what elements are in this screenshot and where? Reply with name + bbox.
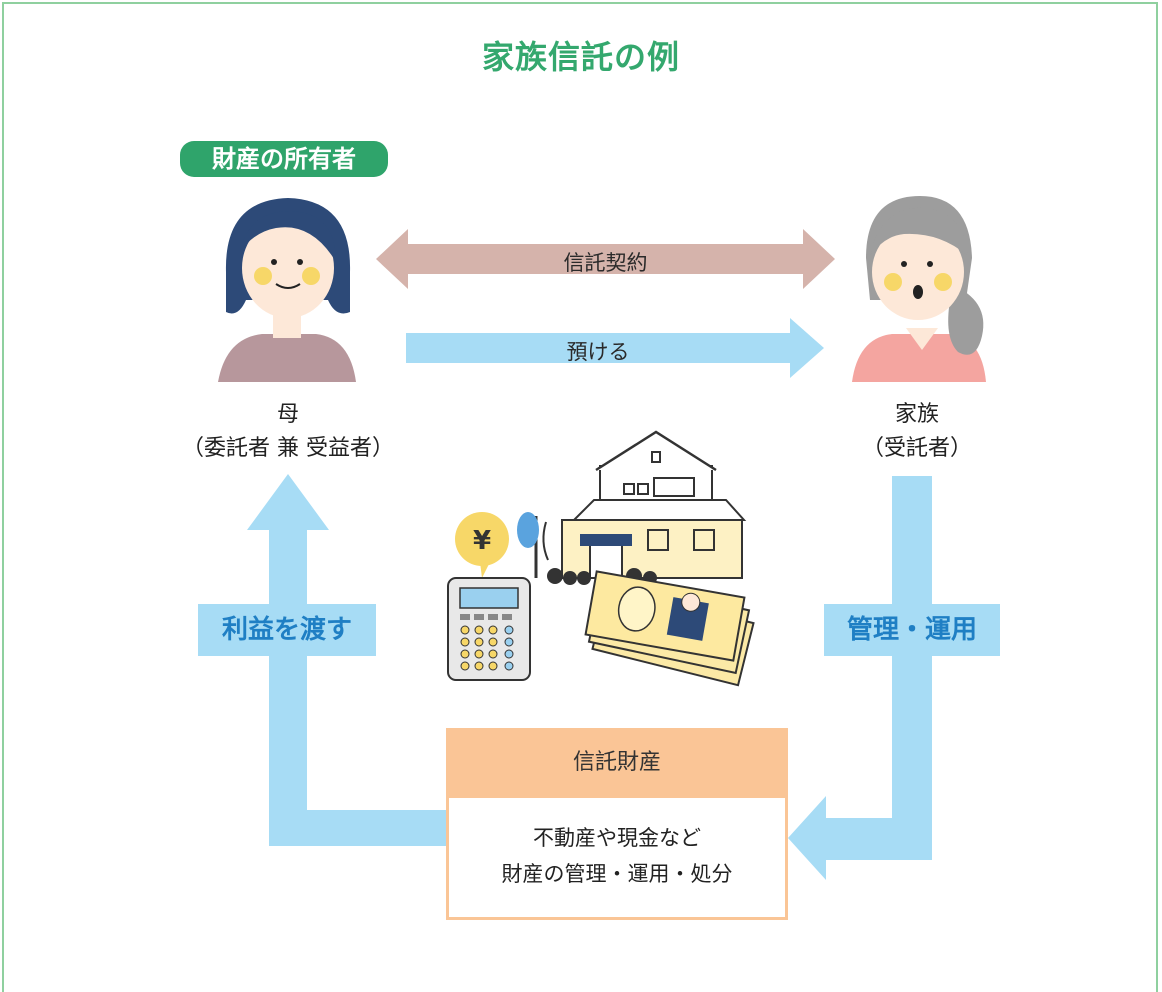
banknotes-illustration	[584, 570, 755, 687]
manage-label: 管理・運用	[824, 604, 1000, 656]
entrust-arrow	[406, 318, 824, 378]
trust-box-body: 不動産や現金など 財産の管理・運用・処分	[446, 798, 788, 920]
calculator-illustration	[447, 577, 531, 681]
manage-flow-arrow	[788, 476, 932, 880]
house-illustration	[517, 430, 747, 585]
owner-badge: 財産の所有者	[180, 141, 388, 177]
entrust-arrow-label: 預ける	[566, 340, 630, 364]
yen-bubble-illustration: ¥	[455, 512, 509, 578]
yen-symbol: ¥	[473, 526, 491, 556]
trust-box-line1: 不動産や現金など	[533, 826, 701, 850]
family-label: 家族 （受託者）	[832, 398, 1002, 466]
family-name: 家族	[894, 402, 939, 427]
trust-box-line2: 財産の管理・運用・処分	[501, 862, 733, 886]
family-role: （受託者）	[861, 436, 972, 461]
family-illustration	[852, 196, 986, 382]
contract-double-arrow	[376, 229, 835, 289]
mother-name: 母	[276, 402, 299, 427]
benefit-flow-arrow	[247, 474, 446, 846]
contract-arrow-label: 信託契約	[563, 251, 648, 275]
mother-role: （委託者 兼 受益者）	[182, 436, 394, 461]
benefit-label: 利益を渡す	[198, 604, 376, 656]
trust-box-header: 信託財産	[446, 728, 788, 798]
page-title: 家族信託の例	[481, 38, 680, 76]
mother-label: 母 （委託者 兼 受益者）	[150, 398, 426, 466]
mother-illustration	[218, 198, 356, 382]
